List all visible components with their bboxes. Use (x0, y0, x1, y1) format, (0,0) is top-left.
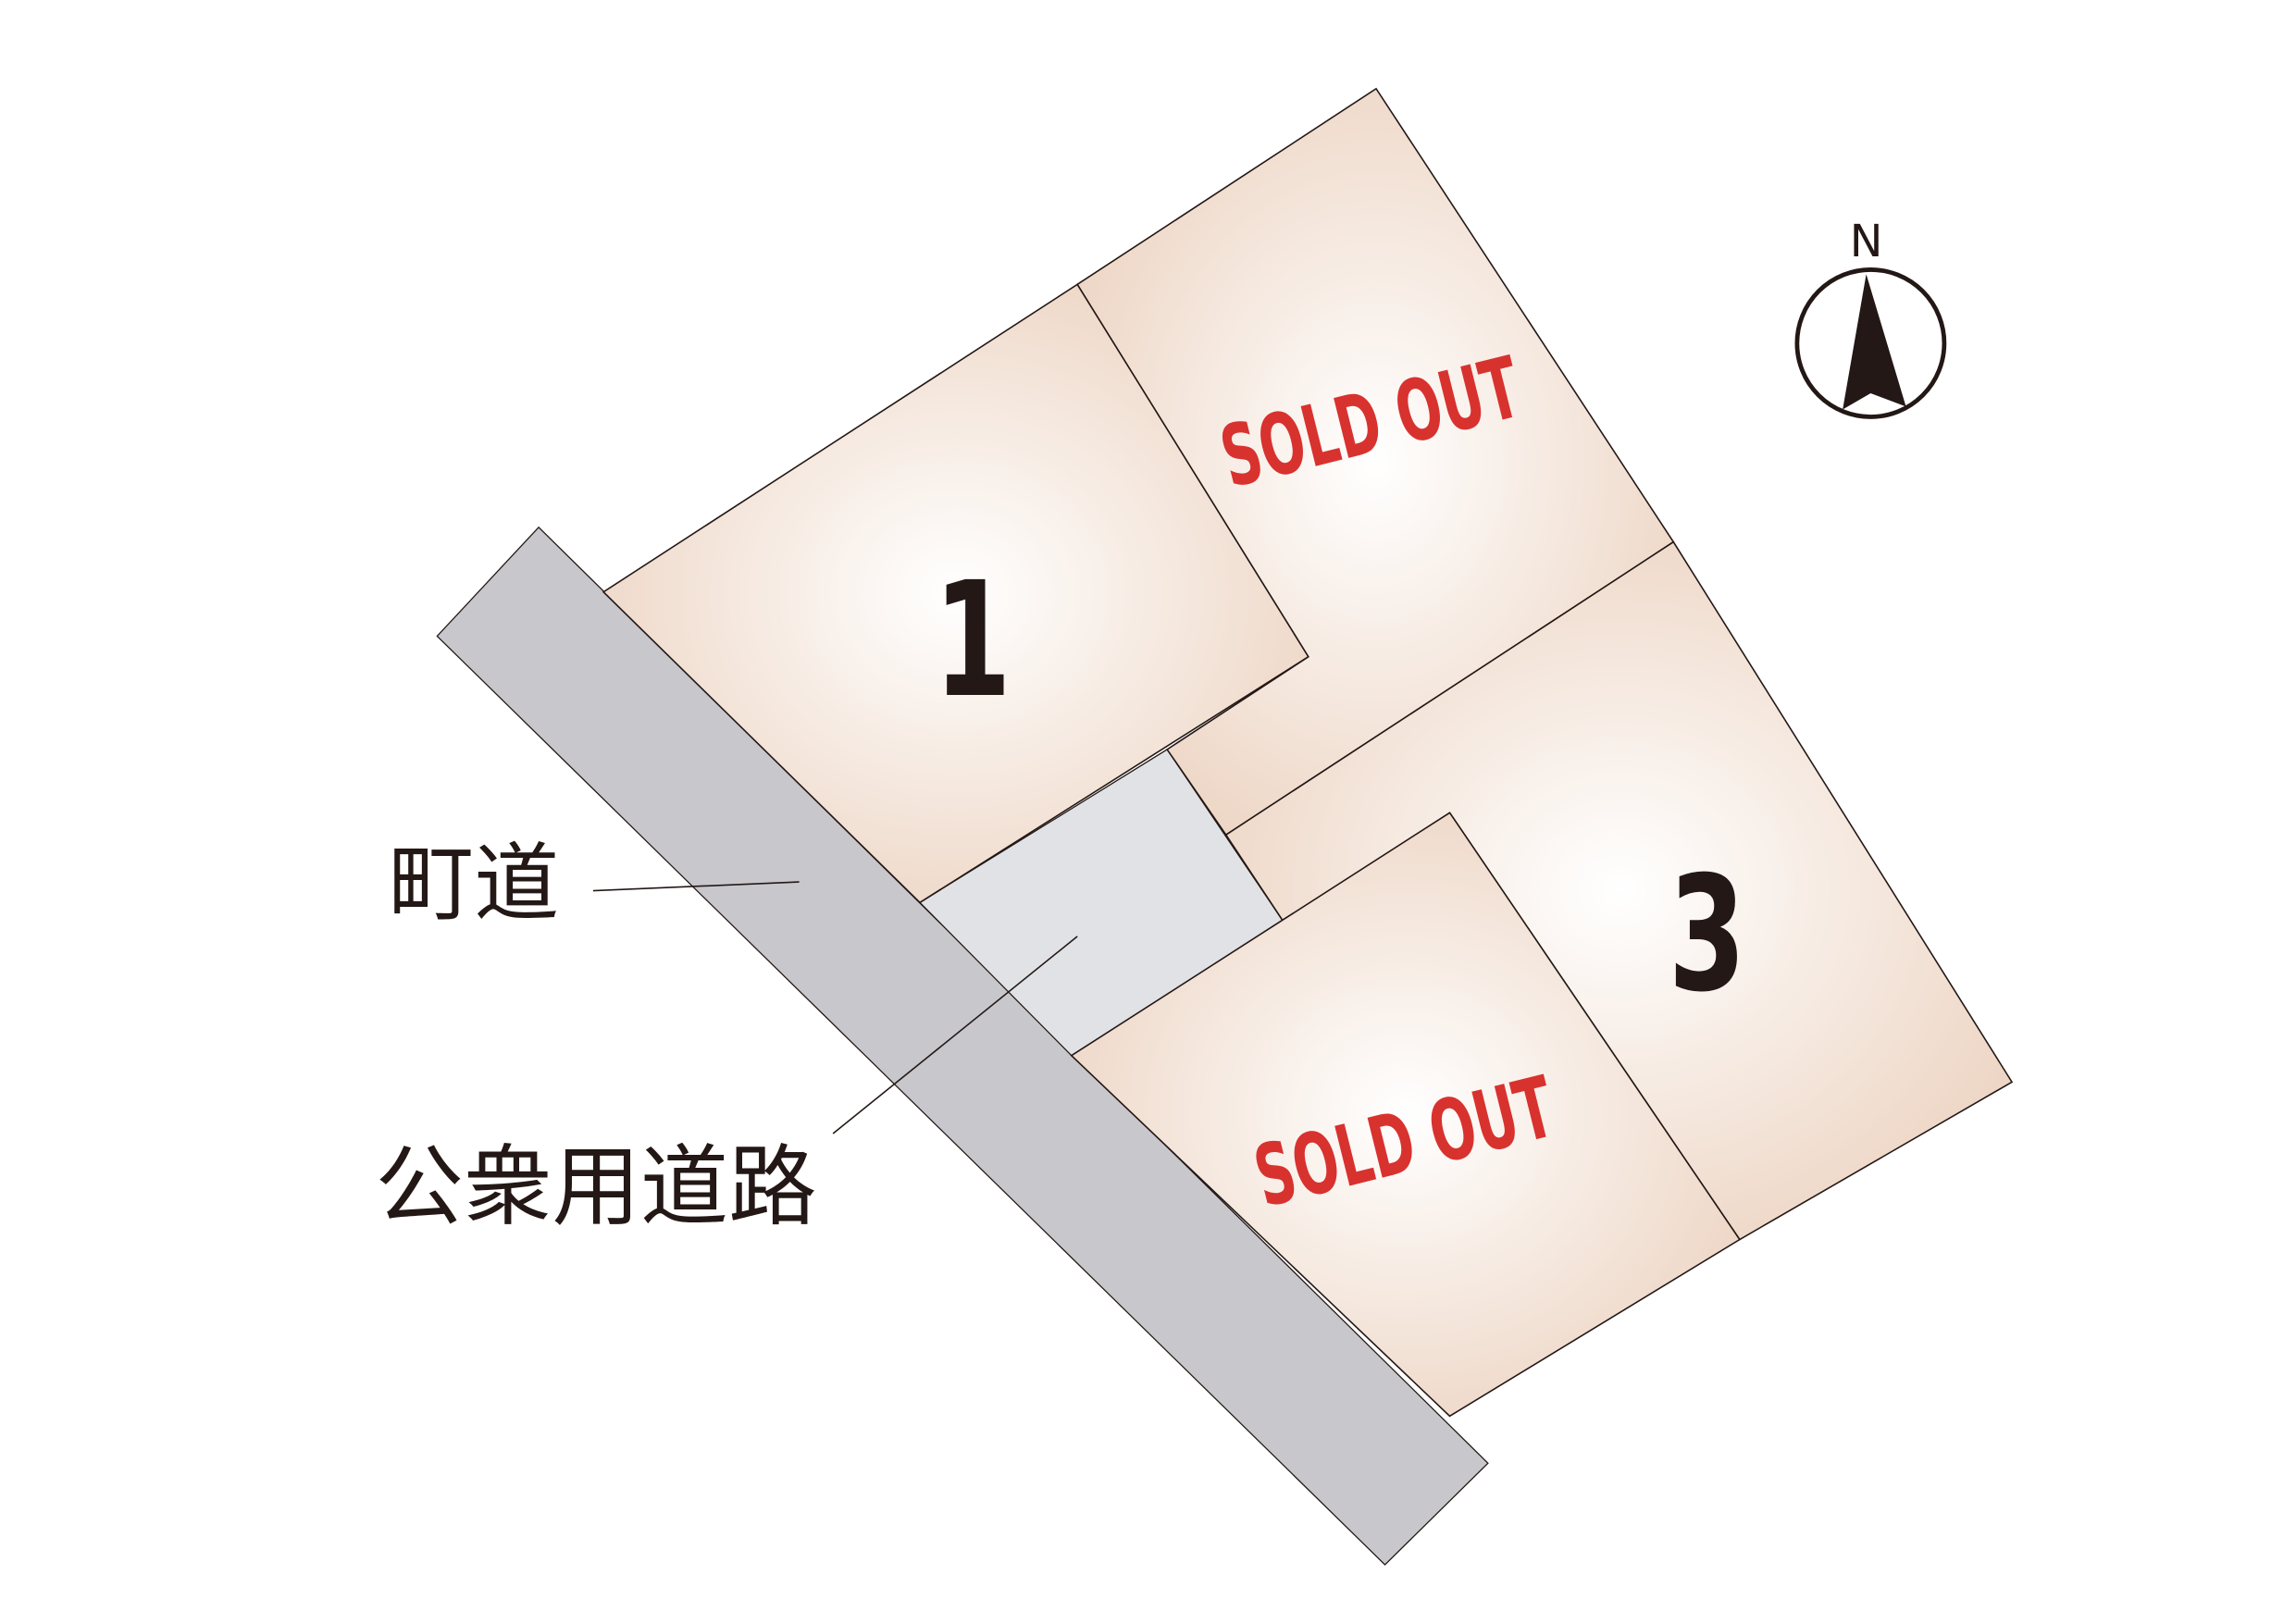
public-road-leader-line (832, 936, 1078, 1134)
public-road-label: 公衆用道路 (376, 1135, 817, 1239)
lot-1-number: 1 (934, 547, 1011, 732)
lot-3-number: 3 (1669, 841, 1746, 1026)
town-road (436, 526, 1489, 1566)
north-arrow-icon: N (1794, 217, 1947, 419)
town-road-label: 町道 (389, 833, 559, 933)
north-label: N (1850, 217, 1883, 267)
town-road-leader-line (592, 881, 800, 892)
lot-4[interactable] (1070, 812, 1741, 1418)
